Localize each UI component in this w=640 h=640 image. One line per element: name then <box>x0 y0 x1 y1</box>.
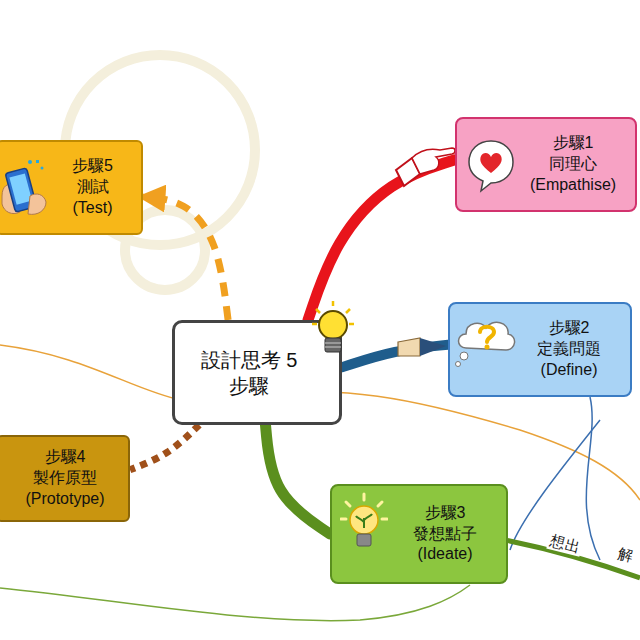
central-topic-box: 設計思考 5步驟 <box>172 320 342 425</box>
phone-hand-icon <box>0 156 50 220</box>
step-number: 步驟3 <box>395 503 495 524</box>
step-title: 測試 (Test) <box>62 177 124 219</box>
step-title: 定義問題 (Define) <box>519 339 619 381</box>
lightbulb-icon <box>311 299 355 359</box>
step-box: 步驟1同理心 (Empathise) <box>455 117 637 212</box>
step-number: 步驟4 <box>15 447 115 468</box>
step-box: 步驟4製作原型 (Prototype) <box>0 435 130 522</box>
step-number: 步驟5 <box>62 156 124 177</box>
step-title: 製作原型 (Prototype) <box>15 468 115 510</box>
branch-label: 想出 <box>546 531 583 557</box>
branch-connector <box>143 197 228 320</box>
step-box: 步驟3發想點子 (Ideate) <box>330 484 508 584</box>
sprout-bulb-icon <box>340 492 388 554</box>
step-title: 發想點子 (Ideate) <box>395 524 495 566</box>
heart-bubble-icon <box>467 139 515 193</box>
step-number: 步驟1 <box>523 133 623 154</box>
branch-line <box>510 420 600 550</box>
branch-connector <box>308 160 455 320</box>
question-cloud-icon <box>454 312 518 368</box>
branch-connector <box>266 425 331 534</box>
topic-text: 設計思考 5步驟 <box>199 347 299 399</box>
pen-nib <box>398 338 446 356</box>
pointing-hand <box>396 148 455 186</box>
branch-connector <box>130 425 199 470</box>
step-number: 步驟2 <box>519 318 619 339</box>
step-box: 步驟2定義問題 (Define) <box>448 302 632 397</box>
decor-curve <box>0 585 470 621</box>
step-title: 同理心 (Empathise) <box>523 154 623 196</box>
step-box: 步驟5測試 (Test) <box>0 140 143 235</box>
branch-label: 解 <box>614 544 637 566</box>
